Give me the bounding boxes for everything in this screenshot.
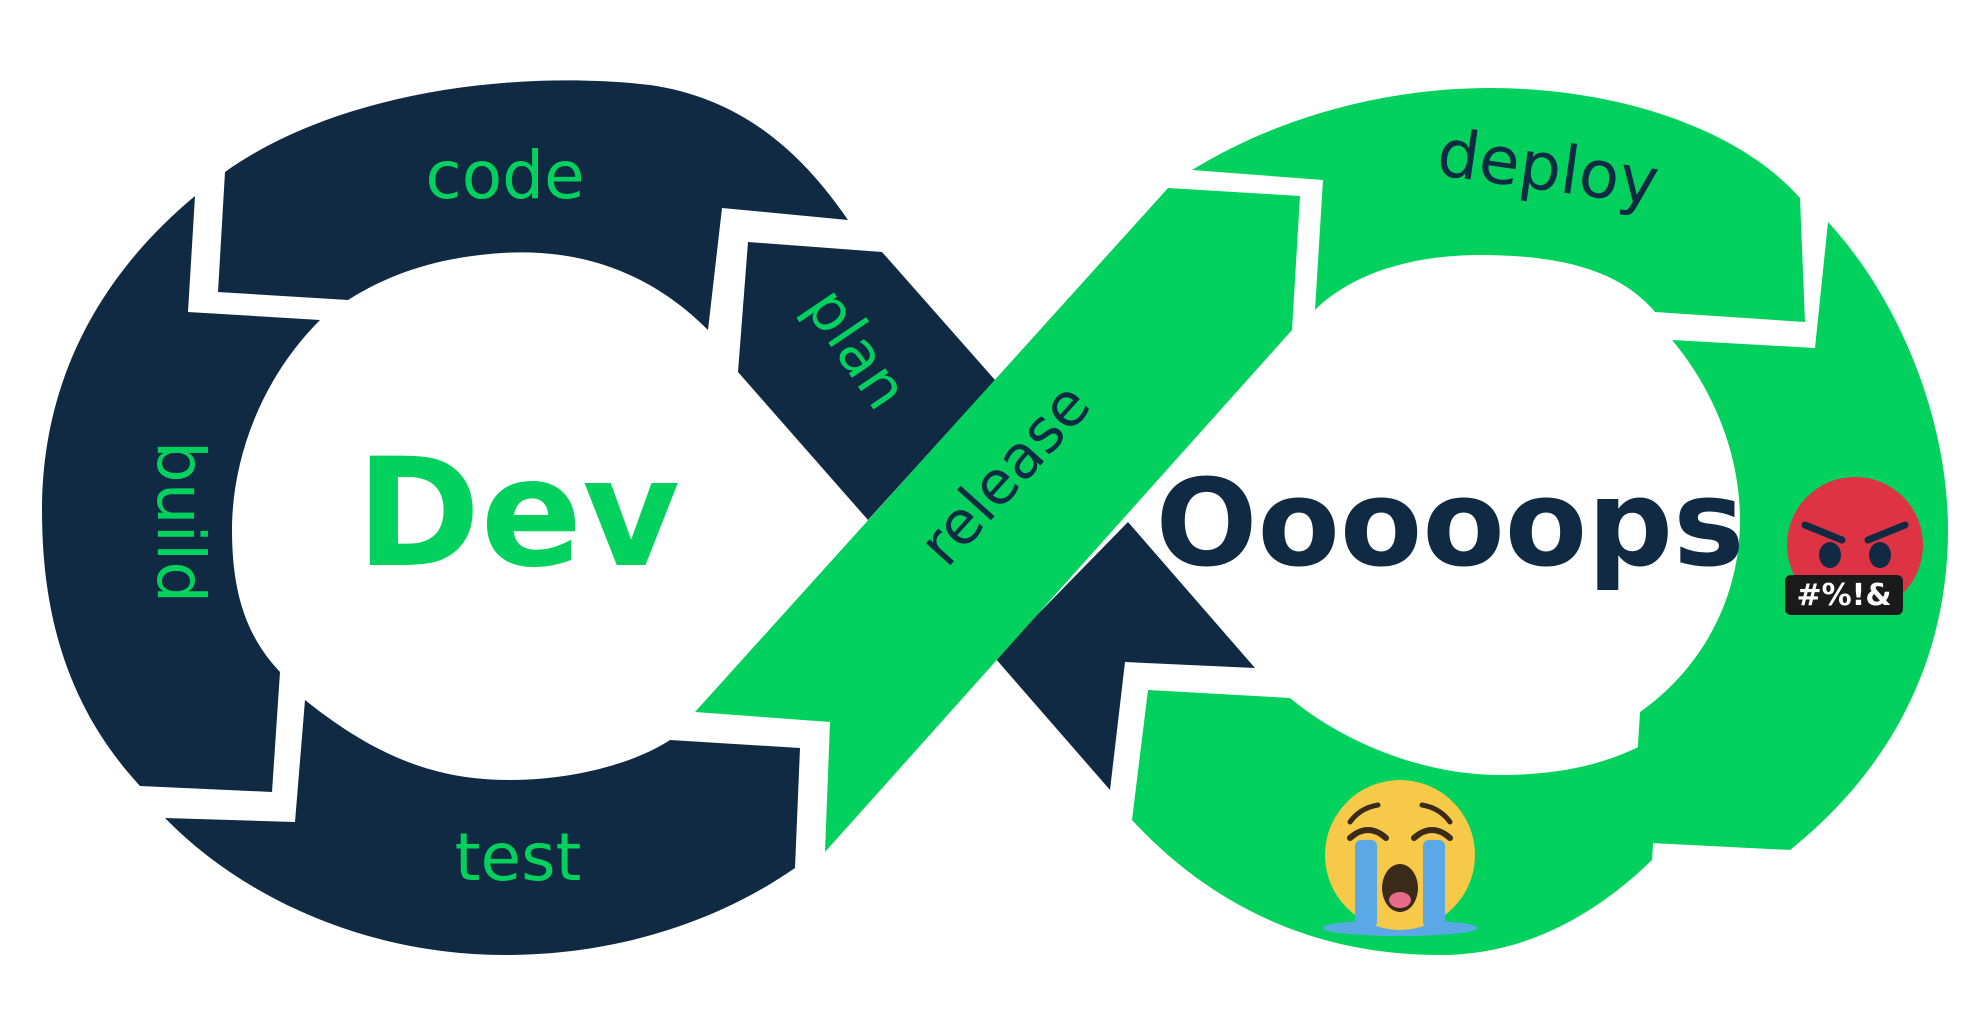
segment-build xyxy=(42,196,320,792)
segment-plan xyxy=(738,242,995,520)
dev-loop xyxy=(42,80,1255,955)
segment-test xyxy=(165,700,800,955)
segment-release xyxy=(695,188,1300,852)
angry-symbols: #%!& xyxy=(1796,578,1891,613)
segment-deploy xyxy=(1192,88,1805,322)
label-code: code xyxy=(425,137,584,214)
label-build: build xyxy=(142,441,219,603)
segment-arrow-back xyxy=(995,522,1255,790)
label-test: test xyxy=(455,819,582,896)
angry-face-symbols-icon: #%!& xyxy=(1785,477,1923,615)
segment-code xyxy=(218,80,848,330)
loudly-crying-face-icon xyxy=(1322,780,1478,936)
ops-title: Ooooops xyxy=(1155,455,1744,594)
dev-title: Dev xyxy=(356,427,680,601)
